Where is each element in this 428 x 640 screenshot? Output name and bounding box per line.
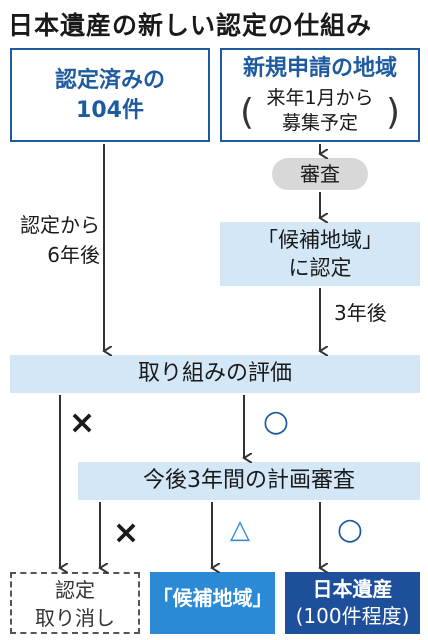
schedule-line2: 募集予定 — [281, 112, 358, 134]
cross-mark-plan: × — [112, 513, 140, 551]
left-note-line2: 6年後 — [47, 243, 100, 267]
certified-box: 認定済みの 104件 — [10, 48, 210, 142]
heritage-line2: (100件程度) — [295, 604, 410, 628]
schedule-line1: 来年1月から — [266, 87, 374, 109]
candidate-line2: に認定 — [288, 256, 352, 280]
new-application-box: 新規申請の地域 ( 来年1月から 募集予定 ) — [220, 48, 420, 142]
revoke-line1: 認定 — [55, 578, 95, 602]
evaluation-bar: 取り組みの評価 — [10, 355, 420, 393]
certified-label-line2: 104件 — [76, 98, 144, 123]
three-years-label: 3年後 — [334, 301, 387, 325]
heritage-line1: 日本遺産 — [312, 577, 393, 601]
circle-mark-plan: ○ — [336, 512, 364, 547]
left-note: 認定から 6年後 — [10, 210, 100, 270]
candidate-certification-box: 「候補地域」 に認定 — [220, 222, 420, 286]
new-application-label: 新規申請の地域 — [242, 56, 397, 81]
cross-mark-evaluation: × — [68, 403, 96, 441]
heritage-result-box: 日本遺産 (100件程度) — [285, 572, 420, 634]
review-pill: 審査 — [272, 158, 368, 190]
candidate-result-box: 「候補地域」 — [150, 572, 275, 634]
page-title: 日本遺産の新しい認定の仕組み — [8, 11, 373, 40]
circle-mark-evaluation: ○ — [262, 404, 290, 439]
candidate-line1: 「候補地域」 — [257, 228, 383, 252]
triangle-mark-plan: △ — [230, 515, 250, 545]
certified-label-line1: 認定済みの — [54, 68, 165, 93]
revoke-box: 認定 取り消し — [10, 572, 140, 634]
plan-review-bar: 今後3年間の計画審査 — [78, 462, 420, 500]
revoke-line2: 取り消し — [35, 606, 115, 630]
left-note-line1: 認定から — [20, 213, 100, 237]
right-paren: ) — [385, 92, 400, 133]
left-paren: ( — [240, 92, 255, 133]
